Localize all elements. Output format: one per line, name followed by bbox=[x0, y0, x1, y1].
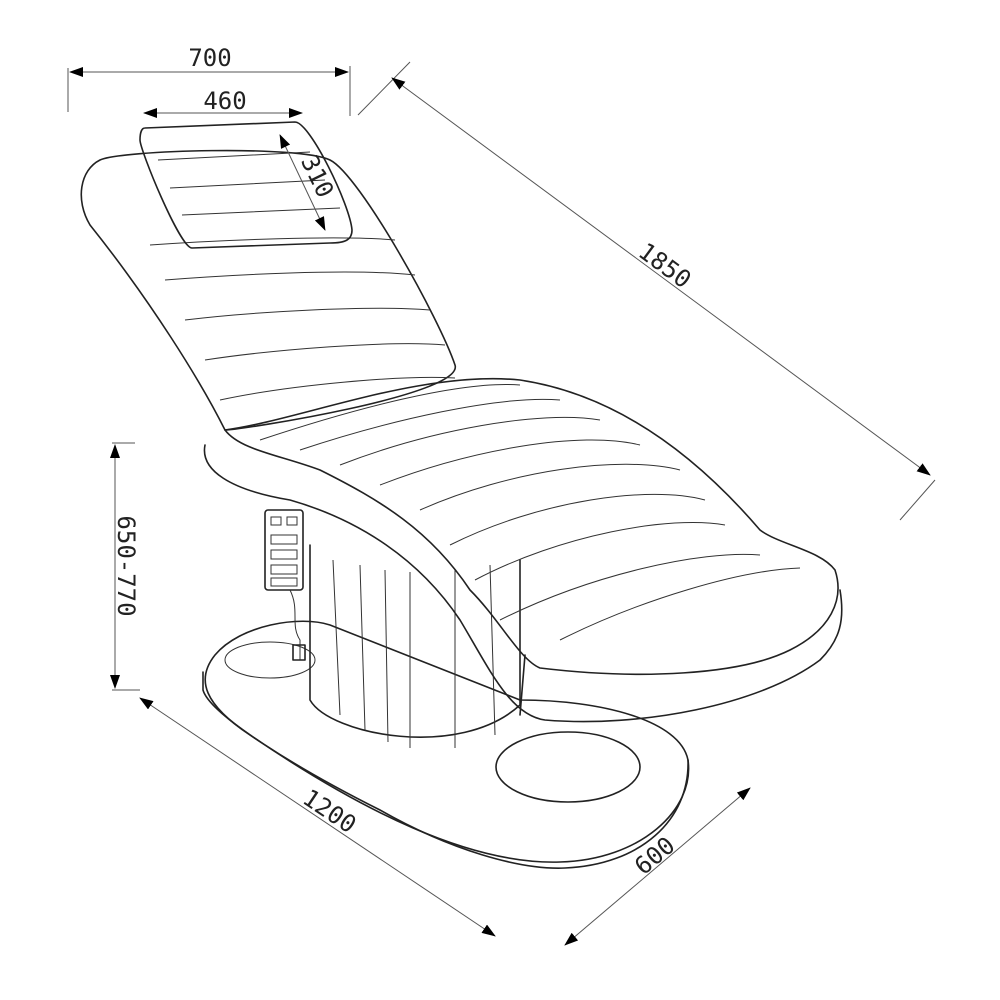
dimension-label-overall-width: 700 bbox=[188, 44, 231, 72]
seat-cushion bbox=[224, 377, 839, 676]
dimension-650-770: 650-770 bbox=[110, 442, 140, 691]
dimension-600: 600 bbox=[564, 787, 751, 946]
dimension-1200: 1200 bbox=[139, 697, 496, 937]
backrest bbox=[80, 149, 456, 431]
dimension-label-height-range: 650-770 bbox=[112, 515, 140, 616]
lift-column bbox=[309, 544, 521, 738]
dimension-1850: 1850 bbox=[357, 61, 936, 521]
dimension-700: 700 bbox=[67, 44, 351, 116]
foot-pedal bbox=[495, 731, 641, 803]
dimension-label-overall-length: 1850 bbox=[633, 237, 696, 294]
dimension-460: 460 bbox=[143, 87, 303, 118]
dimension-label-headrest-depth: 310 bbox=[295, 151, 339, 202]
headrest-pillow bbox=[139, 121, 353, 249]
dimension-label-headrest-width: 460 bbox=[203, 87, 246, 115]
remote-control-icon bbox=[264, 509, 306, 661]
dimension-label-base-length: 1200 bbox=[298, 784, 362, 839]
chair-drawing bbox=[80, 121, 843, 869]
dimension-label-base-width: 600 bbox=[629, 831, 680, 880]
dimension-310: 310 bbox=[279, 134, 339, 231]
